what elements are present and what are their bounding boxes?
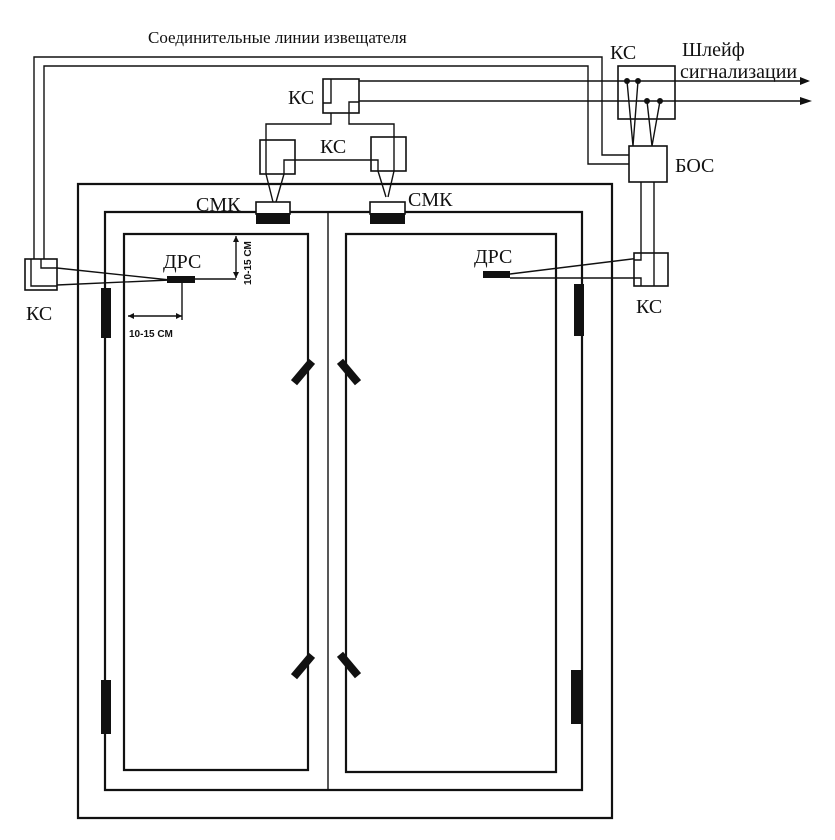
latch-left-upper: [290, 358, 316, 386]
smk-left-label: СМК: [196, 194, 241, 216]
ks-right-box: [633, 250, 669, 287]
ks-top-label: КС: [288, 87, 314, 109]
diagram-title: Соединительные линии извещателя: [148, 28, 407, 47]
dim-h-text: 10-15 СМ: [129, 329, 173, 340]
drs-left-label: ДРС: [163, 251, 201, 273]
drs-left-sensor: [167, 276, 195, 283]
wire-ks-top-to-right: [348, 113, 395, 137]
hinge-left-top: [101, 288, 111, 338]
hinge-right-top: [574, 284, 584, 336]
ks-left-label: КС: [26, 303, 52, 325]
wire-to-smk-left: [265, 173, 285, 203]
ks-right-label: КС: [636, 296, 662, 318]
smk-left-sensor: [255, 201, 291, 224]
sash-frame: [103, 210, 584, 792]
dim-v-text: 10-15 СМ: [243, 241, 254, 285]
ks-right-top-box: [617, 65, 676, 120]
drs-right-label: ДРС: [474, 246, 512, 268]
arrow-loop-1: [800, 77, 810, 85]
wire-middle-link: [283, 159, 379, 174]
loop-label-line2: сигнализации: [680, 61, 797, 83]
hinge-right-bottom: [571, 670, 581, 724]
ks-right-top-label: КС: [610, 42, 636, 64]
smk-right-label: СМК: [408, 189, 453, 211]
ks-middle-label: КС: [320, 136, 346, 158]
loop-label-line1: Шлейф: [682, 39, 745, 61]
ks-middle-right-box: [370, 136, 407, 172]
wire-ks-top-to-left: [265, 113, 332, 140]
wire-ks-left-to-drs: [56, 267, 171, 286]
wire-drs-to-ks-right: [509, 257, 641, 279]
arrow-loop-2: [800, 97, 812, 105]
left-leaf: [122, 232, 310, 772]
drs-right-sensor: [483, 271, 510, 278]
wire-ks-to-bos: [626, 80, 661, 147]
smk-right-sensor: [369, 201, 406, 224]
right-leaf: [344, 232, 558, 774]
latch-right-lower: [336, 651, 362, 679]
connecting-line-outer: [33, 56, 629, 268]
bos-box: [628, 145, 668, 183]
outer-frame: [76, 182, 614, 820]
dim-h-arrows: [128, 313, 182, 319]
bos-label: БОС: [675, 155, 714, 177]
ks-top-box: [322, 78, 360, 114]
ks-middle-left-box: [259, 139, 296, 175]
latch-right-upper: [336, 358, 362, 386]
ks-left-box: [24, 258, 58, 291]
hinge-left-bottom: [101, 680, 111, 734]
latch-left-lower: [290, 652, 316, 680]
wire-to-smk-right: [377, 170, 395, 198]
connecting-line-inner: [43, 65, 629, 261]
